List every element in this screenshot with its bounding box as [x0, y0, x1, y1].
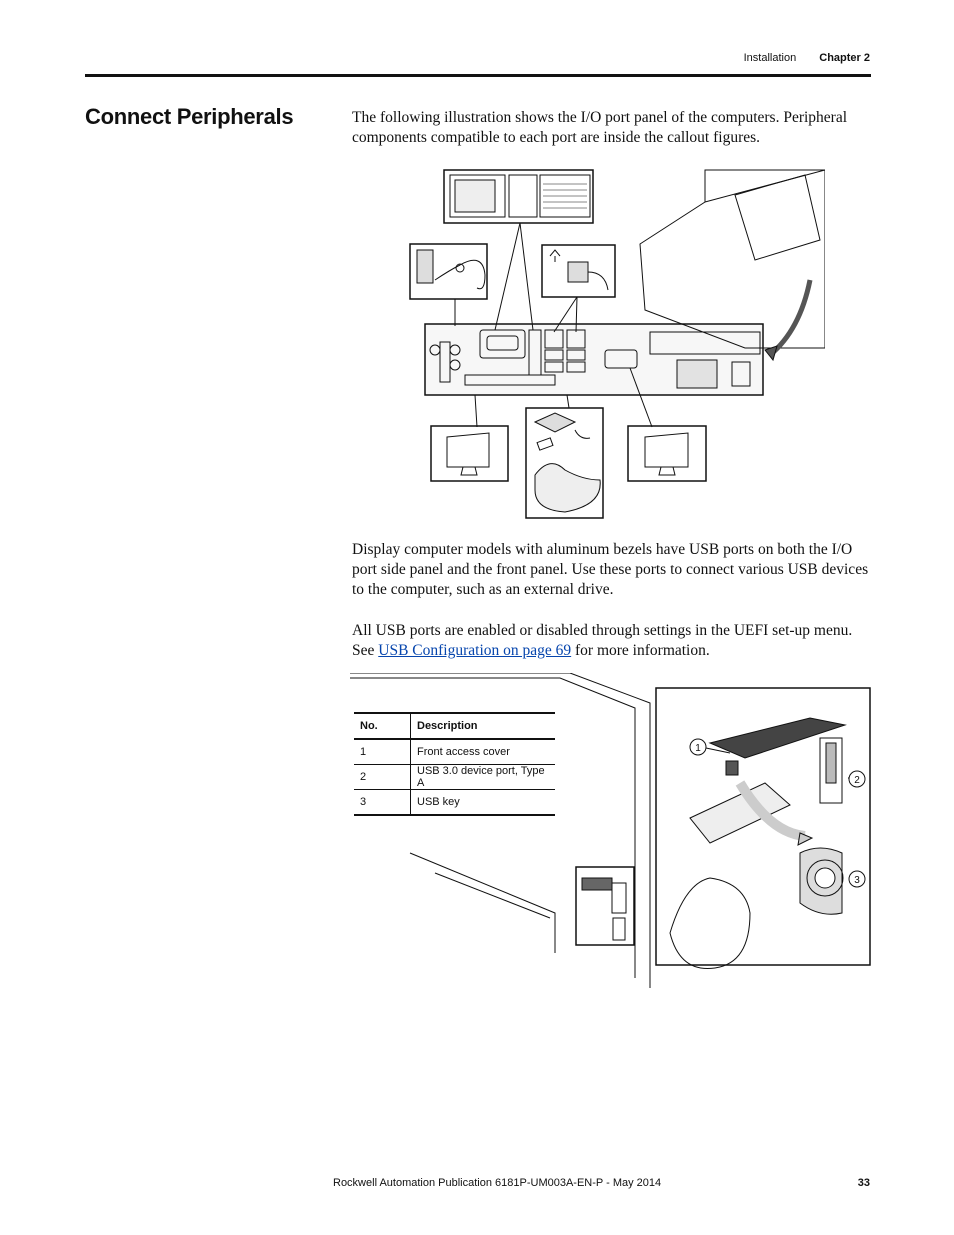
row-no: 1 — [354, 739, 411, 765]
usb-configuration-link[interactable]: USB Configuration on page 69 — [378, 642, 572, 659]
header-rule — [85, 74, 871, 77]
io-port-panel-figure — [409, 169, 825, 519]
row-no: 2 — [354, 764, 411, 790]
callout-2: 2 — [854, 775, 860, 786]
table-row: 1 Front access cover — [354, 739, 555, 765]
row-description: USB 3.0 device port, Type A — [410, 764, 555, 790]
page-title: Connect Peripherals — [85, 104, 294, 129]
usb-paragraph: Display computer models with aluminum be… — [352, 541, 869, 598]
callout-1: 1 — [695, 743, 701, 754]
header-section: Installation — [743, 52, 797, 64]
callout-3: 3 — [854, 875, 860, 886]
uefi-paragraph: All USB ports are enabled or disabled th… — [352, 621, 874, 661]
row-no: 3 — [354, 789, 411, 816]
row-description: USB key — [410, 789, 555, 816]
uefi-text-after: for more information. — [571, 642, 710, 659]
row-description: Front access cover — [410, 739, 555, 765]
page-number: 33 — [857, 1177, 870, 1189]
intro-paragraph: The following illustration shows the I/O… — [352, 109, 848, 146]
front-usb-figure: 1 2 3 — [350, 673, 871, 988]
uefi-text-before: All USB ports are enabled or disabled th… — [352, 622, 853, 659]
running-header: Installation Chapter 2 — [744, 52, 870, 64]
table-row: 3 USB key — [354, 789, 555, 816]
table-header-row: No. Description — [354, 712, 555, 740]
header-chapter: Chapter 2 — [819, 52, 870, 64]
col-description: Description — [410, 712, 555, 740]
publication-footer: Rockwell Automation Publication 6181P-UM… — [333, 1177, 662, 1189]
table-row: 2 USB 3.0 device port, Type A — [354, 764, 555, 790]
callout-table: No. Description 1 Front access cover 2 U… — [354, 712, 555, 816]
col-no: No. — [354, 712, 411, 740]
